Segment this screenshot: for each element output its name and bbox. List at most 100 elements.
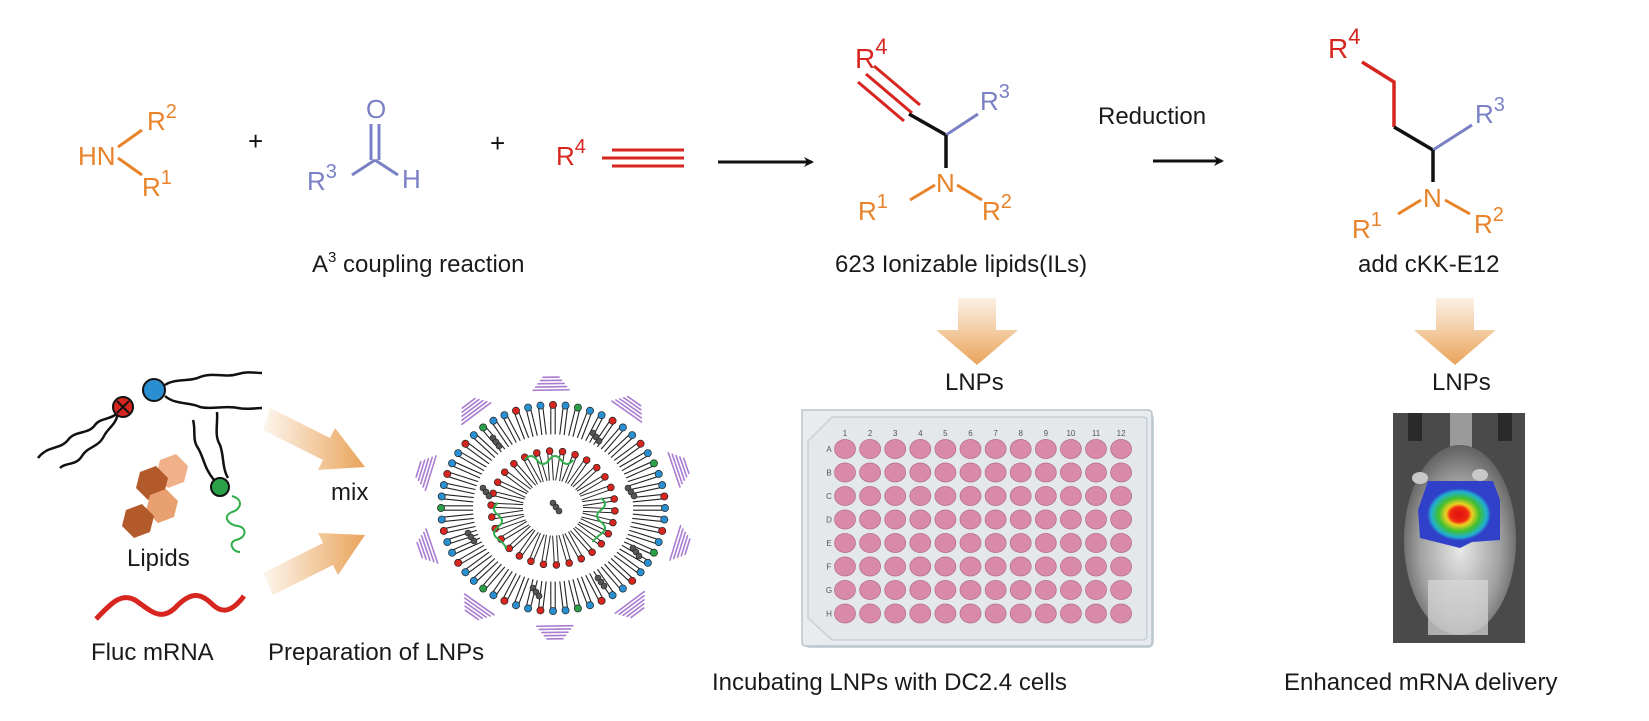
lipid-tail bbox=[544, 535, 551, 565]
plate-well-H12 bbox=[1110, 603, 1132, 624]
plate-well-F11 bbox=[1085, 556, 1107, 577]
lipid-tail bbox=[515, 462, 536, 486]
plate-well-C3 bbox=[884, 486, 907, 506]
lipid-tail bbox=[585, 575, 601, 603]
phospholipid-head bbox=[142, 378, 166, 402]
mouse-nose bbox=[1450, 413, 1472, 453]
lipid-tail bbox=[459, 450, 487, 468]
lipid-tail bbox=[484, 566, 506, 591]
plate-well-H9 bbox=[1034, 603, 1057, 624]
ionizable-lipid-head bbox=[607, 483, 615, 492]
lipid-head bbox=[597, 411, 606, 420]
amine-r1: R1 bbox=[142, 167, 172, 202]
lipid-tail bbox=[522, 457, 538, 485]
amine-reactant: HN R2 R1 bbox=[78, 101, 177, 202]
lipid-head bbox=[561, 401, 570, 410]
lipid-tail bbox=[629, 529, 660, 541]
lipid-head bbox=[649, 459, 658, 468]
plate-well-B5 bbox=[934, 462, 957, 483]
aldehyde-bond-r bbox=[351, 158, 376, 177]
lipid-head bbox=[661, 504, 669, 512]
plate-well-A2 bbox=[859, 439, 881, 459]
lipid-tail bbox=[525, 407, 534, 437]
plate-well-B1 bbox=[834, 462, 856, 483]
lipid-tail bbox=[619, 450, 647, 468]
cholesterol bbox=[595, 437, 603, 445]
plus-sign-2: + bbox=[490, 128, 505, 158]
lipid-tail bbox=[452, 460, 483, 475]
ionizable-lipid-head bbox=[558, 447, 567, 456]
lipid-tail bbox=[558, 535, 568, 564]
ionizable-lipid-head bbox=[611, 507, 619, 515]
lipid-tail bbox=[496, 483, 526, 498]
plate-well-D5 bbox=[934, 509, 957, 530]
lipid-head bbox=[443, 538, 452, 546]
lipid-tail bbox=[513, 576, 526, 605]
lipid-head bbox=[469, 431, 478, 440]
product1-bond-ch bbox=[908, 112, 947, 137]
ionizable-lipid-structure: R4 R3 N R1 R2 bbox=[815, 34, 1012, 226]
peg-chain bbox=[536, 624, 574, 640]
plate-well-B11 bbox=[1085, 462, 1107, 483]
lipid-tail bbox=[600, 425, 622, 450]
lipid-tail bbox=[494, 419, 513, 445]
plate-column-label: 12 bbox=[1117, 429, 1126, 438]
spacer bbox=[815, 74, 866, 75]
plate-well-G12 bbox=[1110, 580, 1132, 600]
peg-chain bbox=[416, 528, 439, 564]
enhanced-delivery-caption: Enhanced mRNA delivery bbox=[1284, 669, 1557, 696]
product1-triple-a bbox=[865, 72, 913, 115]
lipid-head bbox=[512, 406, 520, 415]
lipid-head bbox=[461, 568, 470, 577]
lipid-tail bbox=[568, 406, 577, 436]
lipid-tail bbox=[164, 371, 263, 387]
plate-well-G11 bbox=[1085, 580, 1107, 600]
lipid-tail bbox=[563, 580, 569, 611]
plate-well-D11 bbox=[1085, 509, 1107, 530]
lipid-head bbox=[437, 504, 445, 512]
product1-n: N bbox=[936, 168, 955, 198]
lipid-tail bbox=[610, 558, 635, 580]
lipid-tail bbox=[562, 533, 572, 563]
alkyne-r4: R4 bbox=[556, 136, 586, 171]
fluc-mrna-label: Fluc mRNA bbox=[91, 639, 214, 666]
lipid-head bbox=[597, 596, 606, 605]
lipid-tail bbox=[538, 452, 548, 481]
plate-well-G1 bbox=[834, 580, 856, 600]
lipids-label: Lipids bbox=[127, 545, 190, 572]
product2-chain-red bbox=[1361, 60, 1396, 127]
lipid-head bbox=[448, 459, 457, 468]
amine-bond-bottom bbox=[117, 156, 143, 177]
mouse-lower-body bbox=[1428, 580, 1488, 635]
plate-well-A4 bbox=[909, 439, 932, 459]
peg-chain bbox=[667, 452, 690, 488]
plate-well-E11 bbox=[1085, 533, 1107, 553]
lipid-tail bbox=[37, 412, 119, 459]
plate-well-F4 bbox=[909, 556, 932, 577]
lipid-tail bbox=[559, 581, 564, 611]
plate-well-D12 bbox=[1110, 509, 1132, 530]
lipid-tail bbox=[513, 411, 526, 440]
ionizable-lipid-head bbox=[601, 473, 609, 481]
aldehyde-hydrogen: H bbox=[402, 164, 421, 194]
lipid-head bbox=[658, 481, 667, 490]
lipid-tail bbox=[616, 551, 643, 571]
cross-mark bbox=[116, 400, 130, 414]
lipid-tail bbox=[494, 571, 513, 597]
lipid-tail bbox=[532, 534, 545, 563]
plate-well-C11 bbox=[1085, 486, 1107, 506]
lipid-tail bbox=[525, 579, 534, 609]
plate-well-E4 bbox=[909, 533, 932, 553]
plate-row-label: G bbox=[826, 586, 832, 595]
plate-column-label: 8 bbox=[1018, 429, 1023, 438]
lipid-tail bbox=[607, 561, 632, 583]
plate-column-label: 4 bbox=[918, 429, 923, 438]
plus-sign-1: + bbox=[248, 126, 263, 156]
lipid-tail bbox=[568, 531, 584, 559]
lipid-components bbox=[37, 371, 263, 553]
peg-chain bbox=[532, 376, 570, 392]
lipid-tail bbox=[613, 441, 640, 461]
ionizable-lipid-head bbox=[500, 468, 509, 476]
lipid-tail bbox=[632, 513, 665, 518]
ionizable-lipid-head bbox=[493, 478, 502, 486]
